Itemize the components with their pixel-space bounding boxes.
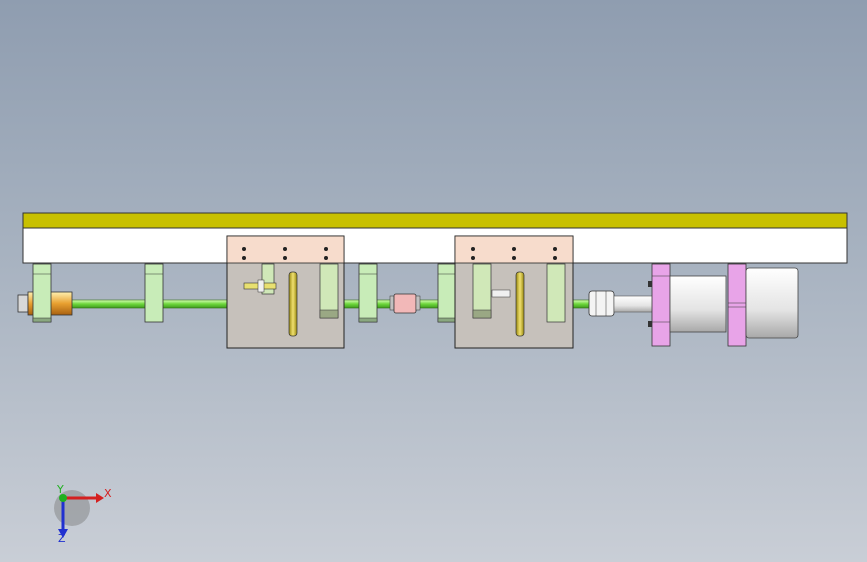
z-axis-label: Z — [58, 532, 66, 545]
motor-body[interactable] — [669, 263, 799, 347]
top-rail[interactable] — [22, 212, 848, 229]
shaft-coupling[interactable] — [389, 293, 421, 314]
gearbox-right[interactable] — [454, 235, 574, 349]
bearing-block[interactable] — [32, 263, 52, 323]
x-axis-label: X — [104, 487, 112, 500]
bearing-block[interactable] — [437, 263, 457, 323]
motor-flange[interactable] — [648, 263, 671, 347]
y-axis-label: Y — [56, 483, 64, 496]
bearing-block[interactable] — [144, 263, 164, 323]
bearing-block[interactable] — [358, 263, 378, 323]
motor-coupling-nut[interactable] — [588, 290, 615, 317]
base-plate[interactable] — [22, 227, 848, 264]
orientation-triad[interactable]: X Y Z — [54, 483, 112, 545]
gearbox-left[interactable] — [226, 235, 345, 349]
motor-shaft[interactable] — [613, 295, 655, 313]
